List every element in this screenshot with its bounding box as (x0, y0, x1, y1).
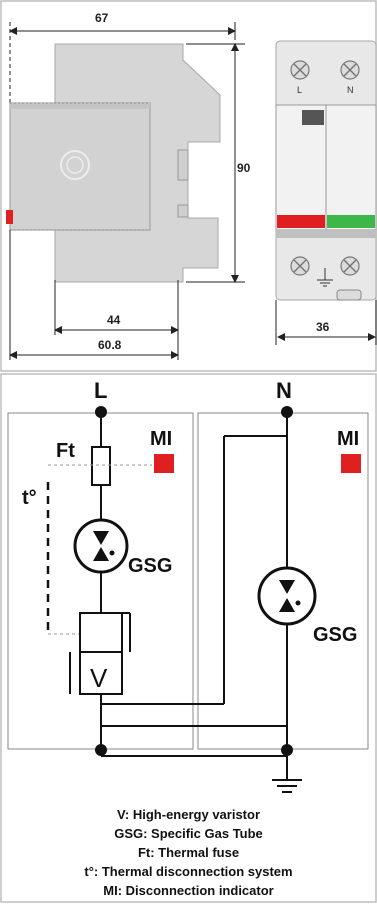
legend-item: MI: Disconnection indicator (103, 883, 274, 898)
depth-label: 44 (107, 313, 121, 327)
thermal-fuse (91, 446, 111, 486)
gas-tube-label-left: GSG (128, 555, 172, 577)
ground-icon (272, 756, 302, 793)
front-module-l (275, 104, 327, 231)
plug-in-module (9, 102, 151, 231)
front-view: L N 36 (275, 40, 377, 345)
legend-item: Ft: Thermal fuse (137, 845, 240, 860)
fuse-label: Ft (56, 440, 75, 462)
thermal-label: t° (22, 487, 37, 509)
line-label: L (94, 378, 107, 403)
neutral-label: N (276, 378, 292, 403)
indicator-label-left: MI (150, 428, 172, 450)
gas-tube-left (73, 518, 129, 574)
indicator-square-left (154, 454, 174, 473)
legend-item: t°: Thermal disconnection system (84, 864, 293, 879)
terminal-label-l: L (297, 85, 302, 95)
side-view: 67 90 44 60.8 (6, 11, 251, 360)
terminal-label-n: N (347, 85, 354, 95)
front-module-n (325, 104, 377, 231)
module-width-label: 36 (316, 320, 330, 334)
legend-item: V: High-energy varistor (116, 807, 261, 822)
embossed-logo-icon (60, 150, 90, 180)
node-n-bottom (281, 744, 293, 756)
width-label: 67 (95, 11, 109, 25)
gas-tube-label-right: GSG (313, 624, 357, 646)
legend-item: GSG: Specific Gas Tube (114, 826, 263, 841)
gas-tube-right (257, 566, 317, 626)
legend: V: High-energy varistor GSG: Specific Ga… (0, 805, 377, 900)
ground-icon (317, 268, 333, 287)
height-label: 90 (237, 161, 251, 175)
varistor (79, 612, 123, 695)
module-window (302, 110, 324, 125)
indicator-square-right (341, 454, 361, 473)
schematic-frame (0, 373, 377, 903)
schematic: L N Ft t° MI MI GSG GSG V (7, 378, 369, 793)
indicator-red (277, 215, 325, 228)
indicator-label-right: MI (337, 428, 359, 450)
indicator-green (327, 215, 375, 228)
side-indicator-red (6, 210, 13, 224)
varistor-symbol: V (90, 663, 108, 693)
overall-label: 60.8 (98, 338, 122, 352)
